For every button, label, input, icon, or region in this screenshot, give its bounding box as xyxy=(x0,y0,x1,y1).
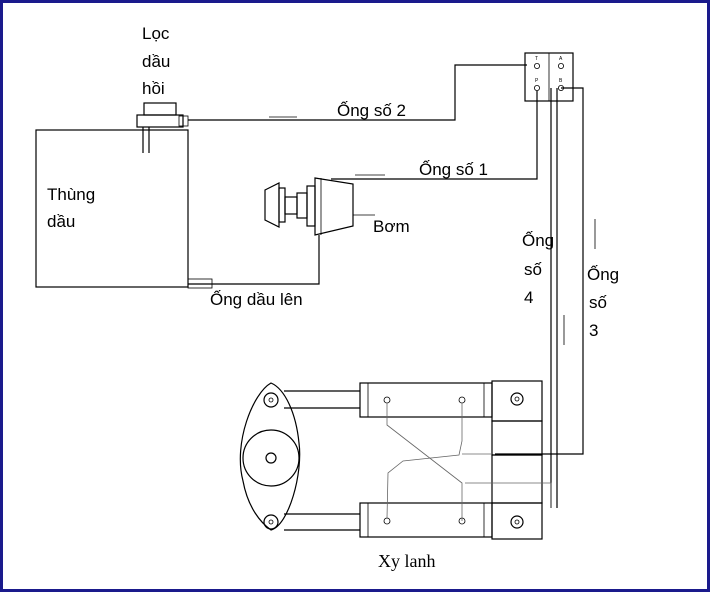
supply-pipe-fitting xyxy=(187,278,213,289)
supply-pipe-label: Ống dầu lên xyxy=(210,289,303,309)
pump xyxy=(264,177,375,236)
pipe-2 xyxy=(188,64,527,121)
cylinder-label: Xy lanh xyxy=(378,551,436,571)
pipe-4-label-line2: số xyxy=(524,260,543,279)
pipe-4-label-line1: Ống xyxy=(522,230,554,250)
valve-port-a: A xyxy=(559,56,563,62)
hydraulic-diagram: Thùng dầu Lọc dầu hồi Ống số 2 T A P B Ố… xyxy=(35,24,619,571)
lower-cylinder xyxy=(359,502,493,538)
valve-port-b: B xyxy=(559,78,563,84)
return-filter xyxy=(136,102,189,153)
pipe-3-label-line3: 3 xyxy=(589,321,598,340)
pipe-1 xyxy=(331,91,538,180)
pump-label: Bơm xyxy=(373,217,410,236)
pipe-1-label: Ống số 1 xyxy=(419,159,488,179)
pipe-4 xyxy=(550,88,565,508)
filter-label-line3: hồi xyxy=(142,79,165,98)
pipe-3-label-line2: số xyxy=(589,293,608,312)
valve-port-p: P xyxy=(535,78,539,84)
directional-valve xyxy=(524,52,574,102)
pipe-3-label-line1: Ống xyxy=(587,264,619,284)
filter-label-line1: Lọc xyxy=(142,24,170,43)
filter-label-line2: dầu xyxy=(142,52,170,71)
tank-label-line1: Thùng xyxy=(47,185,95,204)
pipe-4-label-line3: 4 xyxy=(524,288,533,307)
oil-tank xyxy=(35,129,189,288)
cylinder-assembly xyxy=(239,380,552,540)
pipe-2-label: Ống số 2 xyxy=(337,100,406,120)
valve-port-t: T xyxy=(535,56,538,62)
supply-pipe xyxy=(188,235,320,285)
upper-cylinder xyxy=(359,382,493,418)
pipe-3 xyxy=(495,87,596,455)
tank-label-line2: dầu xyxy=(47,212,75,231)
